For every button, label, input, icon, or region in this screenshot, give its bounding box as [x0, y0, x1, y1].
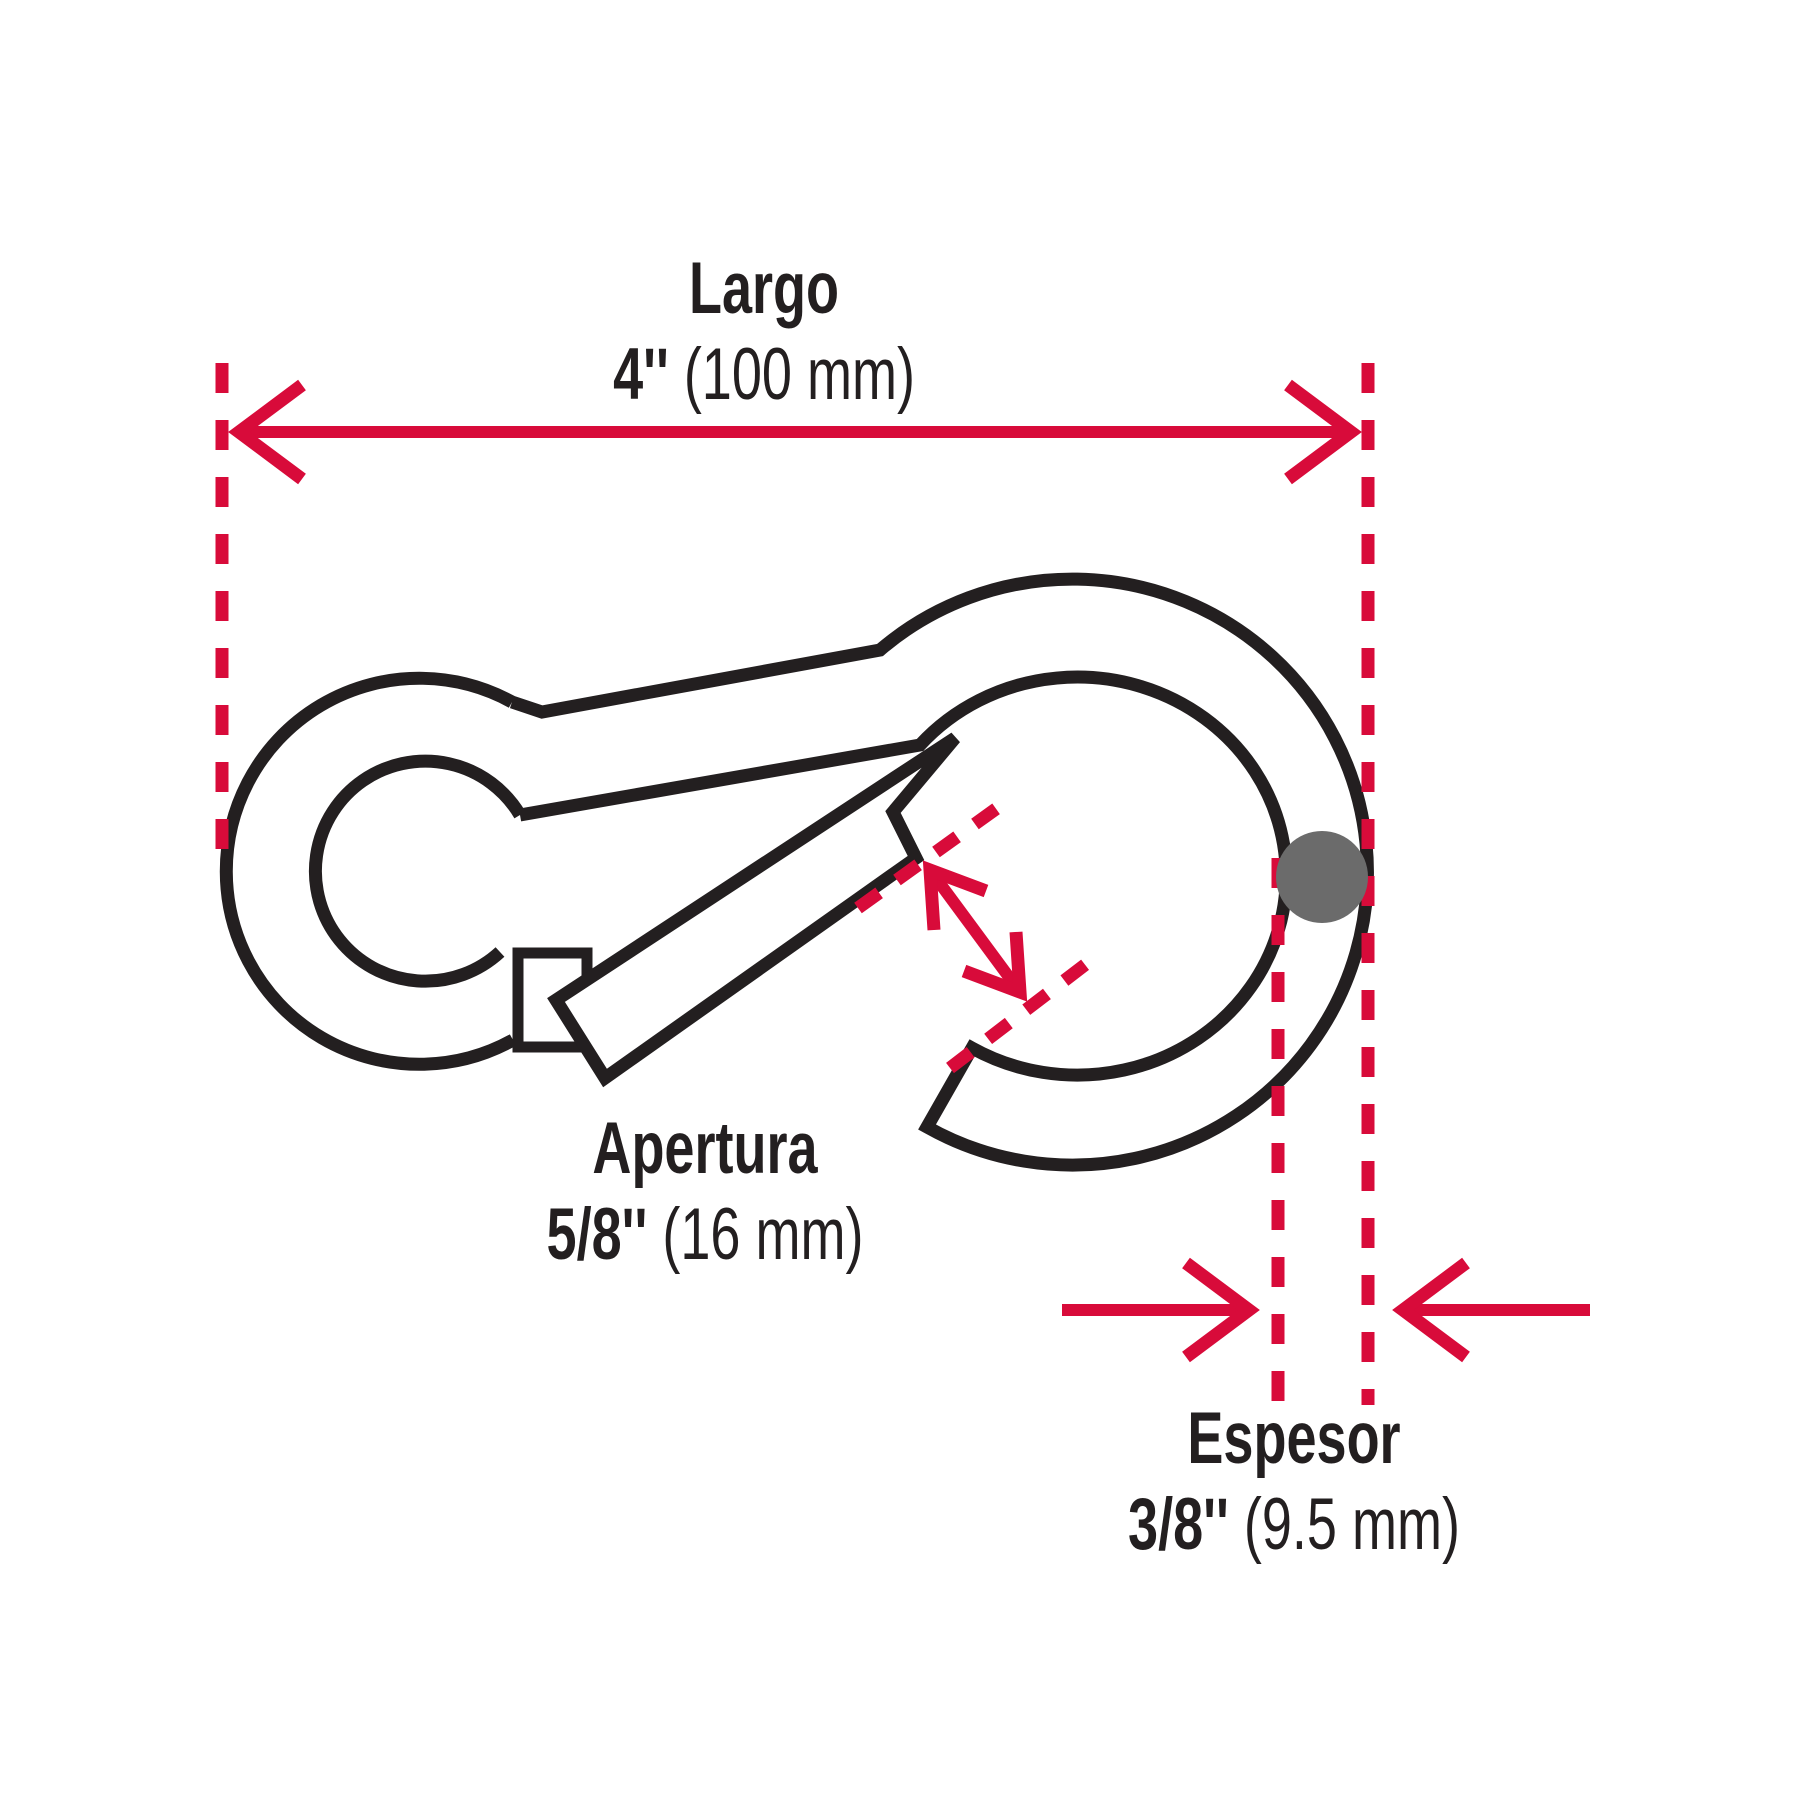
apertura-value-mm: (16 mm) [647, 1194, 864, 1275]
espesor-label-value: 3/8'' (9.5 mm) [1035, 1482, 1553, 1568]
apertura-dimension-arrow [854, 800, 1094, 1074]
espesor-label: Espesor 3/8'' (9.5 mm) [1035, 1396, 1553, 1568]
largo-label: Largo 4'' (100 mm) [505, 246, 1023, 418]
largo-dimension-arrow [228, 379, 1362, 485]
apertura-label-title: Apertura [592, 1108, 818, 1189]
apertura-gauge-line-lower [946, 955, 1094, 1074]
carabiner-body-outline [219, 572, 1374, 1172]
espesor-dimension-arrows [1062, 1257, 1590, 1363]
largo-value-inches: 4'' [613, 334, 669, 415]
espesor-label-title: Espesor [1187, 1398, 1401, 1479]
apertura-label: Apertura 5/8'' (16 mm) [446, 1106, 964, 1278]
apertura-gauge-line-upper [854, 800, 1004, 914]
espesor-value-mm: (9.5 mm) [1228, 1484, 1460, 1565]
gate-lever [547, 732, 960, 1088]
largo-value-mm: (100 mm) [668, 334, 915, 415]
apertura-label-value: 5/8'' (16 mm) [446, 1192, 964, 1278]
apertura-value-inches: 5/8'' [546, 1194, 648, 1275]
largo-label-value: 4'' (100 mm) [505, 332, 1023, 418]
wire-section-dot [1276, 831, 1368, 923]
espesor-value-inches: 3/8'' [1128, 1484, 1229, 1565]
largo-label-title: Largo [688, 248, 840, 329]
